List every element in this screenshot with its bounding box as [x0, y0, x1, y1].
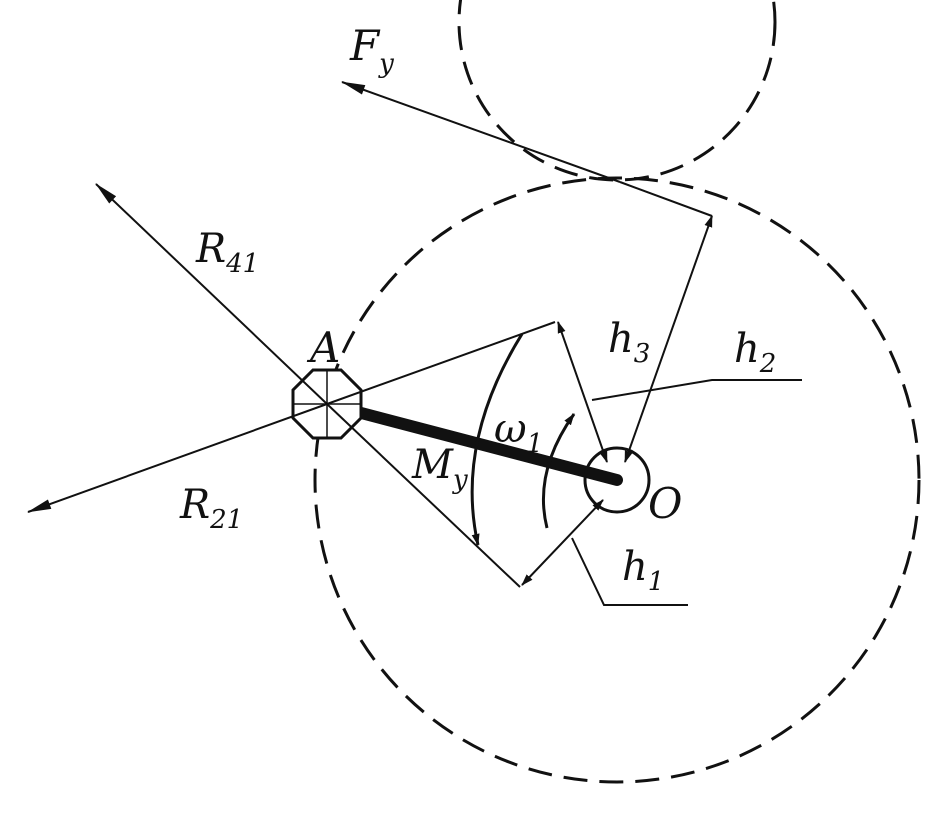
label-fy-main: F	[349, 21, 381, 70]
line-a-upper	[326, 321, 556, 405]
label-my: My	[411, 442, 468, 495]
label-r21-sub: 21	[209, 505, 243, 535]
label-omega: ω1	[494, 406, 543, 459]
label-o: O	[648, 479, 682, 528]
label-h1-main: h	[622, 544, 648, 590]
label-a: A	[306, 323, 340, 372]
leader-h1	[571, 537, 688, 606]
label-h1: h1	[622, 544, 664, 597]
arm-h1-dimension	[521, 499, 604, 586]
angular-velocity-arc	[541, 413, 576, 529]
pivot-o	[583, 446, 651, 514]
label-fy: Fy	[349, 21, 394, 79]
label-my-sub: y	[452, 465, 468, 495]
label-h2: h2	[734, 326, 776, 379]
label-r41-main: R	[195, 226, 226, 272]
label-my-main: M	[411, 442, 454, 488]
label-r21-main: R	[179, 482, 210, 528]
moment-my-arc	[470, 333, 524, 546]
force-fy-arrow	[341, 81, 621, 183]
line-a-lower	[326, 403, 521, 588]
pitch-circle-upper	[457, 0, 777, 182]
arm-h3-dimension	[624, 215, 713, 463]
pitch-circle-large	[313, 176, 921, 784]
label-h3-main: h	[608, 316, 634, 362]
label-h2-main: h	[734, 326, 760, 372]
reaction-r21-arrow	[27, 403, 328, 513]
label-h3-sub: 3	[634, 339, 651, 369]
fy-extension	[619, 181, 713, 217]
label-r41: R41	[195, 226, 259, 279]
label-h1-sub: 1	[648, 567, 665, 597]
label-h3: h3	[608, 316, 650, 369]
label-r21: R21	[179, 482, 243, 535]
label-fy-sub: y	[378, 49, 394, 79]
arm-h2-dimension	[557, 321, 608, 463]
label-omega-sub: 1	[527, 429, 544, 459]
pivot-o-center	[612, 475, 622, 485]
label-omega-main: ω	[494, 406, 527, 452]
label-h2-sub: 2	[759, 349, 777, 379]
crank-link	[321, 398, 623, 486]
reaction-r41-arrow	[95, 183, 328, 405]
label-r41-sub: 41	[225, 249, 259, 279]
leader-h2	[591, 379, 802, 401]
